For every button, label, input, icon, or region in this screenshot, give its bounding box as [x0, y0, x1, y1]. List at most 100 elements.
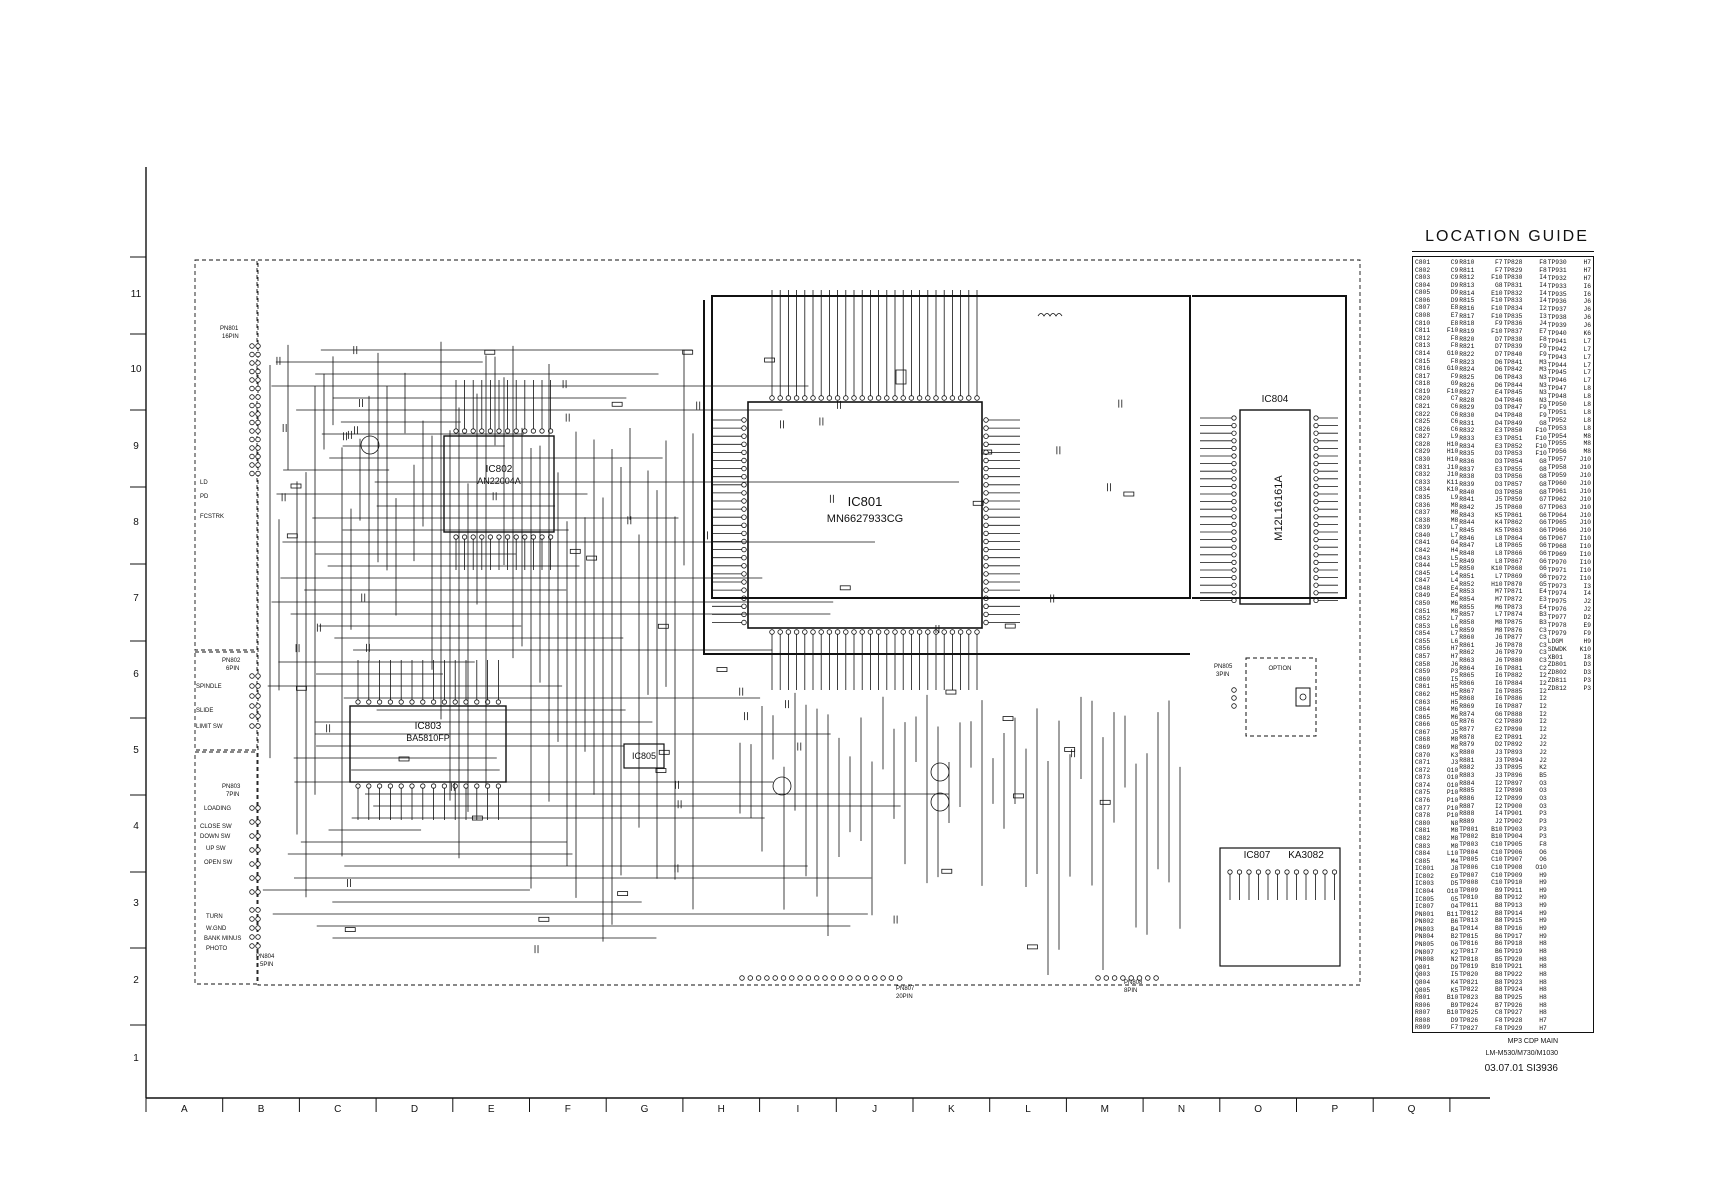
location-guide-cell: M6	[1450, 600, 1459, 608]
location-guide-ref: TP879	[1503, 649, 1523, 657]
location-guide-ref: TP874	[1503, 611, 1523, 619]
location-guide-cell: J10	[1579, 519, 1591, 527]
location-guide-cell: I6	[1583, 282, 1591, 290]
location-guide-ref: R844	[1459, 519, 1475, 527]
sig-trk: TRK	[212, 514, 224, 520]
location-guide-ref: TP911	[1503, 886, 1523, 894]
sig-photo: PHOTO	[206, 946, 228, 952]
location-guide-cell: F7	[1450, 1024, 1459, 1032]
ic804-ref: IC804	[1262, 394, 1289, 405]
location-guide-ref: TP892	[1503, 741, 1523, 749]
location-guide-cell: I2	[1539, 718, 1547, 726]
location-guide-ref: R825	[1459, 373, 1475, 381]
location-guide-cell: B8	[1494, 909, 1503, 917]
location-guide-cell: J3	[1494, 771, 1503, 779]
location-guide-cell: K5	[1494, 511, 1503, 519]
location-guide-cell: L4	[1450, 577, 1459, 585]
location-guide-ref: TP950	[1547, 401, 1567, 409]
location-guide-ref: R821	[1459, 343, 1475, 351]
location-guide-ref: C849	[1415, 592, 1431, 600]
location-guide-ref: C844	[1415, 562, 1431, 570]
location-guide-ref: R860	[1459, 634, 1475, 642]
location-guide-ref: TP895	[1503, 764, 1523, 772]
location-guide-cell: H9	[1583, 637, 1591, 645]
location-guide-cell: P10	[1446, 789, 1459, 797]
sig-pd: PD	[200, 494, 209, 500]
location-guide-cell: I6	[1494, 687, 1503, 695]
location-guide-cell: E3	[1494, 442, 1503, 450]
location-guide-ref: C827	[1415, 433, 1431, 441]
row-label-1: 1	[133, 1053, 139, 1064]
location-guide-ref: R843	[1459, 511, 1475, 519]
location-guide-ref: TP865	[1503, 542, 1523, 550]
location-guide-ref: R833	[1459, 435, 1475, 443]
location-guide-cell: I4	[1539, 289, 1547, 297]
location-guide-ref: TP952	[1547, 416, 1567, 424]
location-guide-ref: R886	[1459, 794, 1475, 802]
location-guide-ref: TP804	[1459, 848, 1479, 856]
location-guide-ref: R824	[1459, 366, 1475, 374]
location-guide-cell: H7	[1539, 1024, 1547, 1032]
location-guide-ref: C804	[1415, 281, 1431, 289]
location-guide-cell: L6	[1450, 622, 1459, 630]
location-guide-cell: H7	[1450, 653, 1459, 661]
col-label-M: M	[1101, 1104, 1109, 1115]
location-guide-cell: L8	[1494, 557, 1503, 565]
location-guide-ref: Q801	[1415, 963, 1431, 971]
location-guide-cell: B3	[1539, 618, 1547, 626]
location-guide-ref: R882	[1459, 764, 1475, 772]
location-guide-cell: C9	[1450, 274, 1459, 282]
ic803-pins	[355, 660, 501, 820]
location-guide-ref: TP955	[1547, 440, 1567, 448]
location-guide-ref: C875	[1415, 789, 1431, 797]
location-guide-cell: N3	[1539, 373, 1547, 381]
location-guide-cell: H7	[1583, 266, 1591, 274]
location-guide-ref: TP939	[1547, 322, 1567, 330]
location-guide-ref: R836	[1459, 458, 1475, 466]
ic802-part: AN22004A	[477, 476, 521, 486]
location-guide-cell: J2	[1539, 756, 1547, 764]
location-guide-cell: J10	[1579, 464, 1591, 472]
location-guide-ref: TP878	[1503, 641, 1523, 649]
location-guide-cell: I5	[1450, 675, 1459, 683]
location-guide-cell: D2	[1494, 741, 1503, 749]
ic801-pins	[712, 300, 1020, 690]
location-guide-cell: K10	[1491, 565, 1503, 573]
location-guide-cell: J6	[1450, 660, 1459, 668]
